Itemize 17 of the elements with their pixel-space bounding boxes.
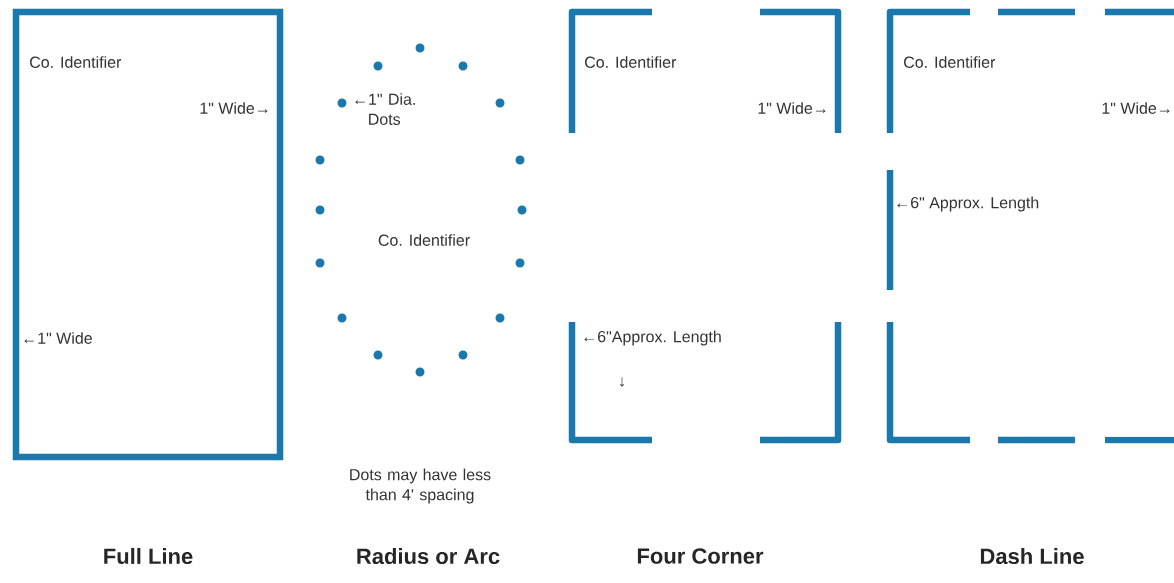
label-text: ↓ xyxy=(620,377,624,387)
label-text: 1" Wide→ xyxy=(758,102,826,114)
label-text: Co. Identifier xyxy=(585,56,677,68)
style-heading: Four Corner xyxy=(637,548,764,564)
note-text: Dots may have less than 4' spacing xyxy=(350,468,491,504)
label-text: ←1" Dia. Dots xyxy=(355,93,415,125)
label-text: ←6"Approx. Length xyxy=(584,330,721,346)
label-text: Co. Identifier xyxy=(30,56,122,68)
label-text: ←6" Approx. Length xyxy=(897,196,1039,212)
style-heading: Full Line xyxy=(104,547,193,565)
style-heading: Dash Line xyxy=(980,547,1084,565)
style-heading: Radius or Arc xyxy=(357,547,500,565)
label-text: Co. Identifier xyxy=(378,234,470,246)
label-text: ←1" Wide xyxy=(24,332,92,344)
label-text: Co. Identifier xyxy=(904,56,996,68)
label-text: 1" Wide→ xyxy=(1102,102,1170,114)
label-text: 1" Wide→ xyxy=(200,102,268,114)
